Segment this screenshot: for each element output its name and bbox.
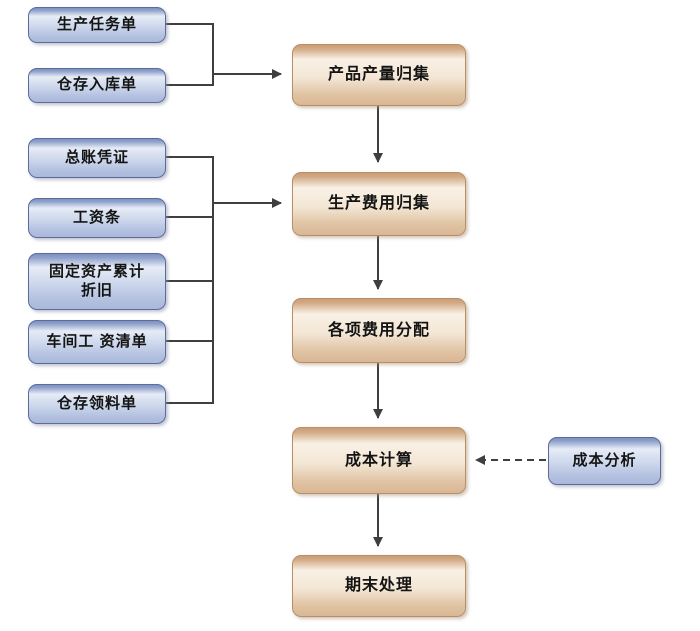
- box-label: 产品产量归集: [327, 66, 430, 83]
- box-label: 仓存入库单: [56, 76, 137, 94]
- box-label: 各项费用分配: [327, 321, 430, 339]
- box-label: 车间工 资清单: [46, 332, 148, 350]
- elbow-group-1: [164, 23, 214, 86]
- box-label: 仓存领料单: [56, 394, 137, 412]
- source-box-material-requisition-order: 仓存领料单: [28, 384, 166, 424]
- source-box-warehouse-receipt-order: 仓存入库单: [28, 68, 166, 103]
- elbow-group-2: [164, 156, 214, 404]
- source-box-general-ledger-voucher: 总账凭证: [28, 138, 166, 178]
- box-label: 成本分析: [572, 451, 637, 469]
- box-label: 生产任务单: [56, 15, 137, 33]
- source-box-production-task-order: 生产任务单: [28, 7, 166, 43]
- source-box-payslip: 工资条: [28, 198, 166, 238]
- process-box-cost-calculation: 成本计算: [292, 427, 466, 494]
- box-label: 总账凭证: [64, 148, 129, 166]
- box-label: 工资条: [72, 208, 121, 226]
- box-label: 成本计算: [344, 451, 413, 469]
- process-box-production-cost-collection: 生产费用归集: [292, 172, 466, 236]
- box-label: 固定资产累计 折旧: [48, 262, 145, 299]
- side-box-cost-analysis: 成本分析: [548, 437, 661, 485]
- process-box-expense-allocation: 各项费用分配: [292, 298, 466, 363]
- source-box-fixed-asset-accumulated-depreciation: 固定资产累计 折旧: [28, 253, 166, 310]
- source-box-workshop-payroll-list: 车间工 资清单: [28, 320, 166, 364]
- box-label: 期末处理: [344, 577, 413, 594]
- box-label: 生产费用归集: [327, 195, 430, 212]
- process-box-product-output-collection: 产品产量归集: [292, 44, 466, 106]
- process-box-period-end-processing: 期末处理: [292, 555, 466, 617]
